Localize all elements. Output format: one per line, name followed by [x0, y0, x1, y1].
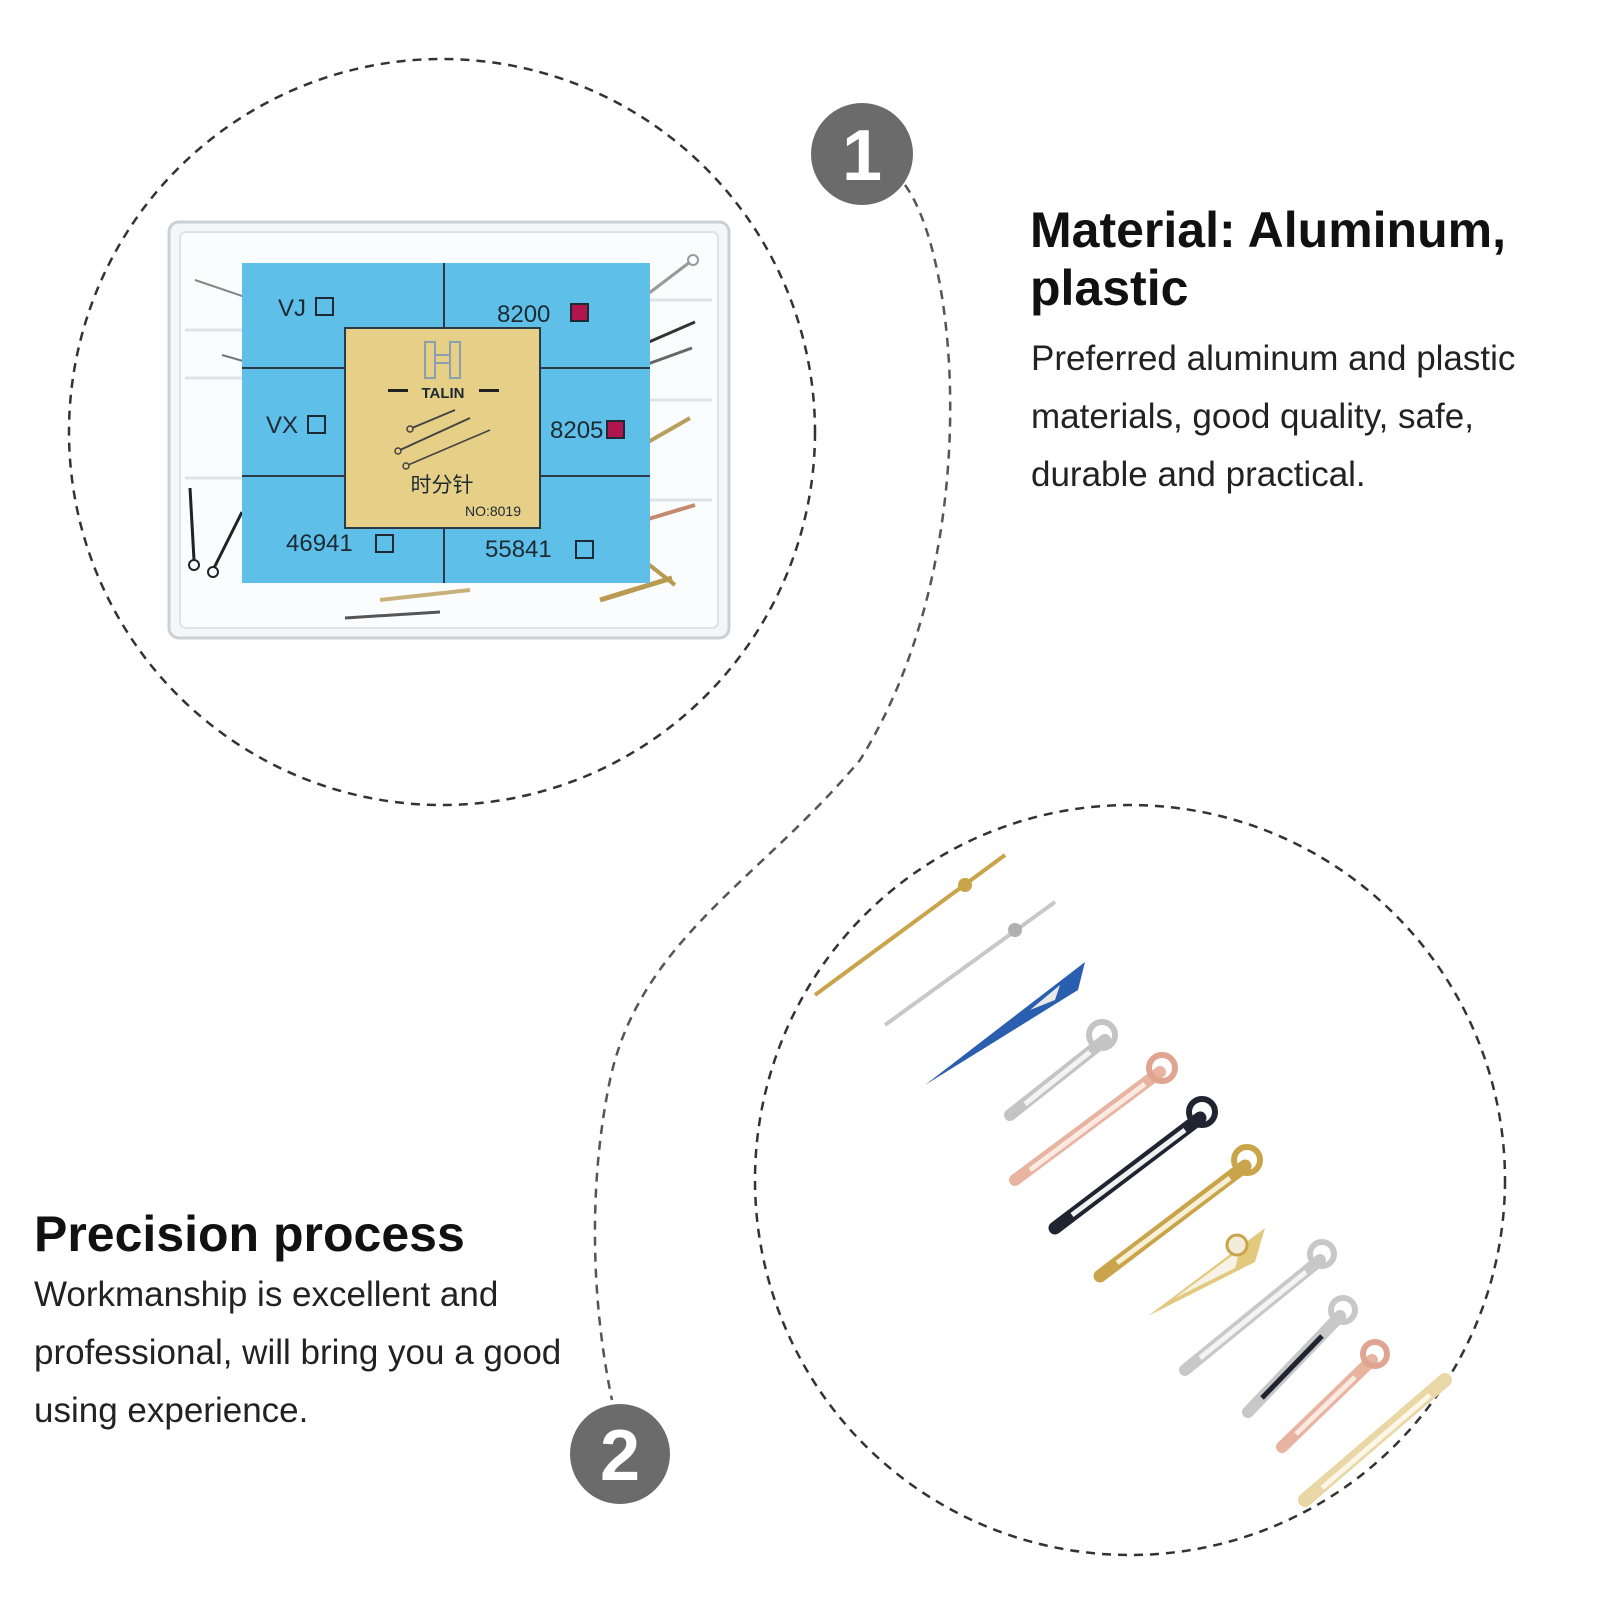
label-cell-46941: 46941	[286, 530, 353, 557]
checkbox-8205-checked	[606, 420, 625, 439]
product-name: 时分针	[411, 474, 474, 497]
label-cell-vx: VX	[266, 412, 298, 439]
label-cell-vj: VJ	[278, 295, 306, 322]
feature-1-description: Preferred aluminum and plastic materials…	[1031, 339, 1516, 494]
connector-dashed-line	[593, 184, 952, 1401]
checkbox-vj	[315, 297, 334, 316]
checkbox-55841	[575, 540, 594, 559]
checkbox-8200-checked	[570, 303, 589, 322]
badge-2: 2	[570, 1404, 670, 1504]
brand-name: TALIN	[421, 385, 464, 402]
checkbox-vx	[307, 415, 326, 434]
label-cell-8205: 8205	[550, 417, 603, 444]
checkbox-46941	[375, 534, 394, 553]
product-circle-2	[753, 803, 1507, 1557]
badge-2-number: 2	[600, 1416, 640, 1496]
feature-2-description: Workmanship is excellent and professiona…	[34, 1275, 562, 1430]
feature-2-title: Precision process	[34, 1206, 465, 1262]
label-cell-55841: 55841	[485, 536, 552, 563]
badge-1: 1	[811, 103, 913, 205]
brand-logo	[424, 341, 461, 379]
badge-1-number: 1	[842, 116, 882, 196]
feature-1-title: Material: Aluminum, plastic	[1030, 202, 1506, 316]
model-number: NO:8019	[465, 503, 521, 519]
watch-hands-image	[813, 853, 1452, 1507]
product-box-image: VJ 8200 VX 8205 46941 55841 TALIN 时分针 NO…	[167, 220, 731, 640]
label-cell-8200: 8200	[497, 301, 550, 328]
